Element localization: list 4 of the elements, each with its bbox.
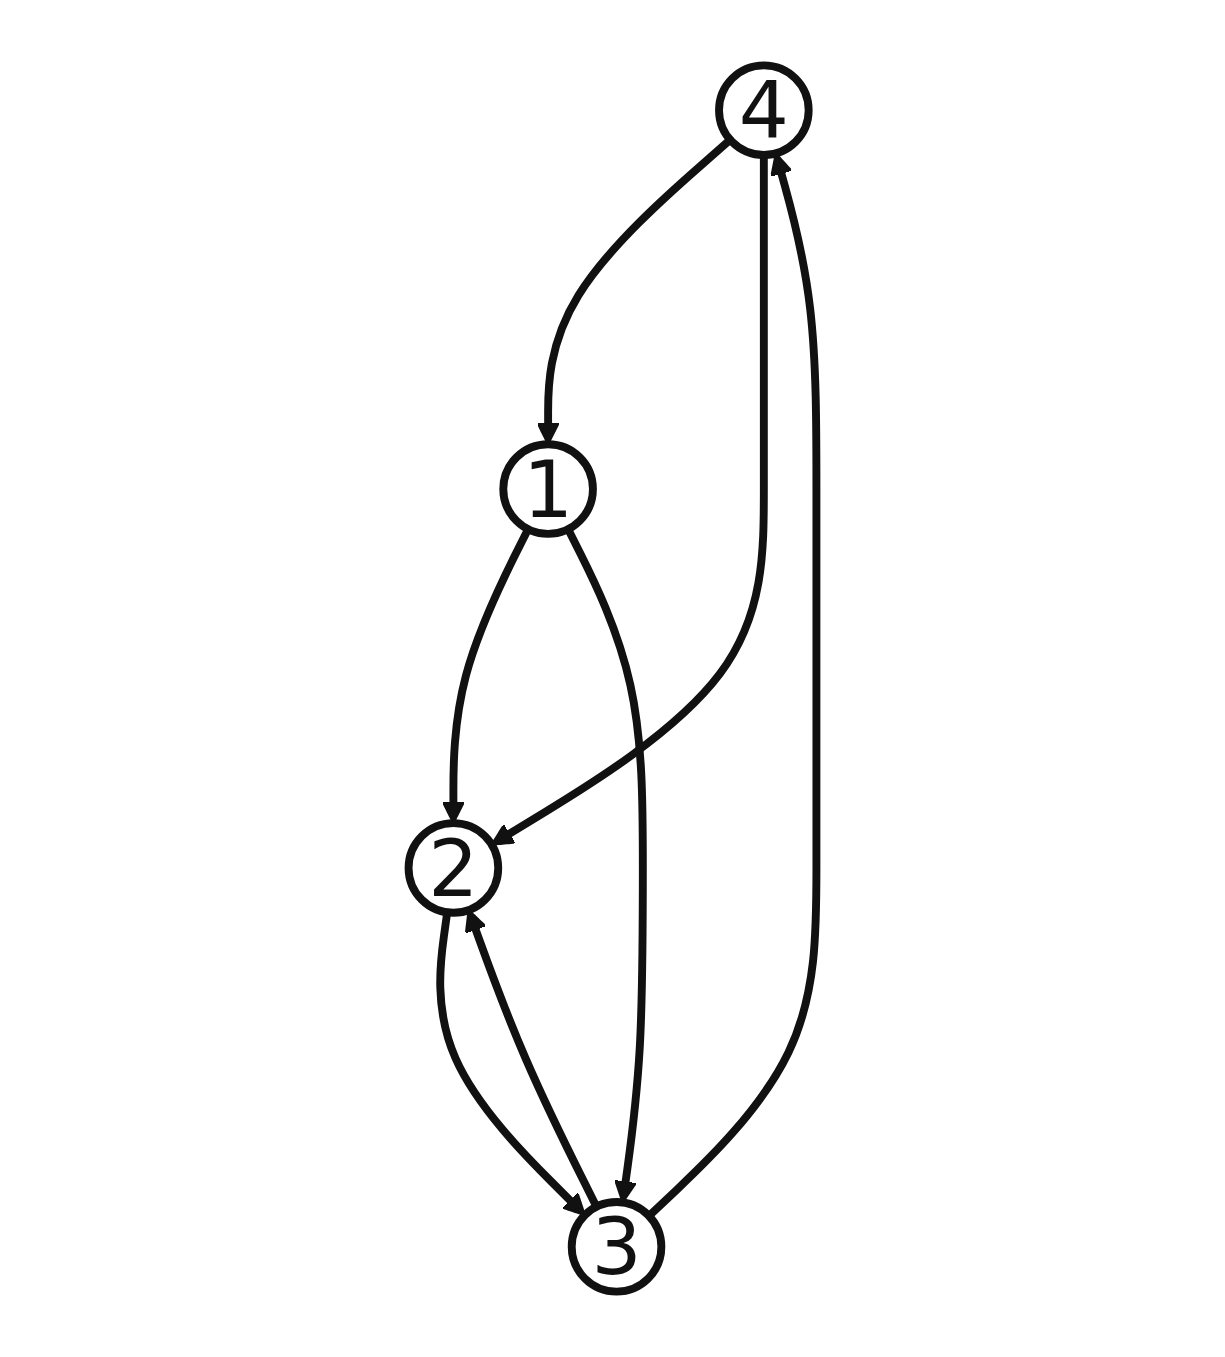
node-circle: 1 <box>499 440 597 538</box>
node-circle: 4 <box>715 61 813 159</box>
node-circle: 3 <box>567 1198 666 1296</box>
node-circle: 2 <box>404 819 503 917</box>
